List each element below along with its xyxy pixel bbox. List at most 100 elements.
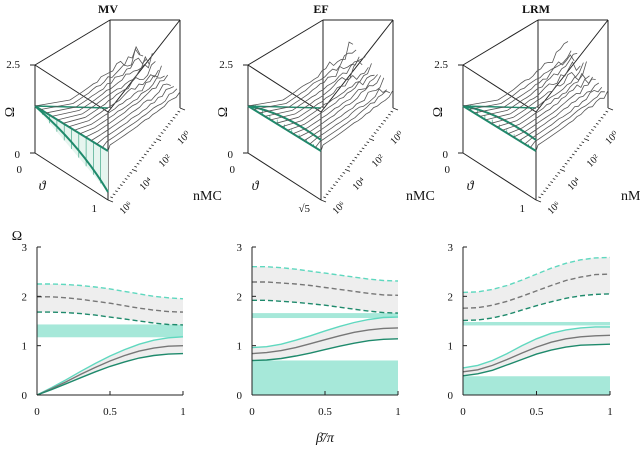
- nmc-tick: [332, 184, 336, 187]
- mc-connector: [85, 130, 98, 138]
- mc-trace: [100, 83, 171, 135]
- nmc-tick: [356, 153, 360, 156]
- mc-connector: [490, 116, 514, 124]
- mc-connector: [57, 113, 83, 121]
- mc-trace: [97, 74, 169, 132]
- mc-connector: [275, 116, 299, 124]
- nmc-tick: [576, 147, 580, 150]
- nmc-tick: [158, 135, 162, 137]
- nmc-tick-label: 10⁴: [351, 175, 369, 193]
- nmc-tick: [134, 165, 138, 168]
- nmc-tick: [376, 129, 379, 131]
- mc-connector: [462, 99, 499, 107]
- nmc-tick: [583, 138, 590, 142]
- mc-connector: [298, 130, 311, 138]
- nmc-tick: [139, 159, 142, 162]
- mc-connector: [90, 134, 101, 141]
- y-tick-label: 3: [237, 242, 243, 254]
- x-tick-label: 1: [607, 406, 613, 418]
- y-axis-label: Ω: [12, 229, 22, 244]
- box-edge: [462, 152, 537, 201]
- mc-trace: [322, 89, 394, 146]
- series-line-dashed: [462, 293, 611, 322]
- nmc-tick: [586, 135, 590, 137]
- nmc-tick: [547, 184, 551, 187]
- mc-trace: [85, 61, 156, 118]
- mc-connector: [40, 103, 74, 110]
- nmc-tick: [177, 110, 181, 113]
- series-line-solid: [462, 343, 611, 377]
- mc-trace: [304, 74, 375, 125]
- nmc-tick: [380, 122, 384, 125]
- theta-tick-label: 0: [445, 164, 451, 176]
- nmc-tick: [354, 156, 358, 159]
- nmc-tick: [540, 193, 544, 196]
- theta-axis-label: ϑ: [252, 179, 260, 194]
- nmc-tick: [569, 156, 573, 159]
- nmc-tick: [543, 190, 546, 193]
- nmc-tick: [593, 126, 597, 128]
- mc-trace: [531, 86, 603, 139]
- mc-trace: [519, 72, 590, 125]
- x-axis-label: β̄/π: [315, 431, 335, 446]
- nmc-tick: [328, 190, 331, 193]
- dashed-envelope-fill: [463, 257, 610, 321]
- mc-trace: [295, 56, 366, 115]
- nmc-tick: [368, 138, 375, 142]
- nmc-tick: [148, 147, 152, 150]
- nmc-tick: [115, 190, 118, 193]
- series-line-solid: [36, 352, 184, 396]
- y-tick-label: 2: [448, 291, 454, 303]
- mc-connector: [62, 116, 86, 124]
- nmc-tick: [344, 168, 351, 172]
- nmc-tick: [107, 199, 114, 203]
- y-tick-label: 2: [22, 291, 28, 303]
- reference-band: [252, 313, 398, 319]
- nmc-tick: [172, 116, 176, 119]
- mc-connector: [530, 141, 536, 148]
- nmc-tick: [330, 187, 334, 190]
- nmc-tick: [600, 116, 604, 119]
- mc-trace: [88, 69, 159, 122]
- mc-connector: [96, 137, 105, 145]
- surface-edge: [247, 105, 322, 152]
- mc-connector: [292, 127, 308, 135]
- nmc-tick: [165, 126, 169, 128]
- x-tick-label: 0.5: [530, 406, 544, 418]
- box-edge: [34, 64, 109, 113]
- theta-tick-label: 1: [92, 203, 98, 215]
- nmc-tick: [163, 129, 166, 131]
- nmc-axis-label: nMC: [621, 189, 640, 204]
- y-tick-label: 0: [448, 390, 454, 402]
- nmc-tick: [179, 107, 186, 111]
- nmc-tick: [352, 159, 355, 162]
- nmc-tick: [167, 122, 171, 125]
- nmc-tick: [155, 138, 162, 142]
- mc-trace: [69, 45, 141, 101]
- mc-connector: [270, 113, 296, 121]
- mc-trace: [94, 75, 165, 129]
- mc-connector: [513, 130, 526, 138]
- x-tick-label: 0: [249, 406, 255, 418]
- mc-connector: [309, 137, 318, 145]
- mc-trace: [298, 67, 369, 118]
- nmc-tick: [337, 178, 341, 180]
- mc-trace: [282, 41, 354, 101]
- nmc-tick: [538, 196, 542, 199]
- nmc-tick: [146, 150, 150, 153]
- mc-connector: [74, 123, 92, 131]
- mc-connector: [518, 134, 529, 141]
- nmc-tick: [564, 162, 568, 165]
- nmc-tick: [323, 196, 327, 199]
- x-tick-label: 1: [180, 406, 186, 418]
- nmc-tick: [112, 193, 116, 196]
- mc-trace: [503, 54, 575, 108]
- nmc-tick: [151, 144, 154, 147]
- nmc-tick: [591, 129, 594, 131]
- nmc-tick: [557, 172, 561, 174]
- nmc-tick: [373, 132, 377, 134]
